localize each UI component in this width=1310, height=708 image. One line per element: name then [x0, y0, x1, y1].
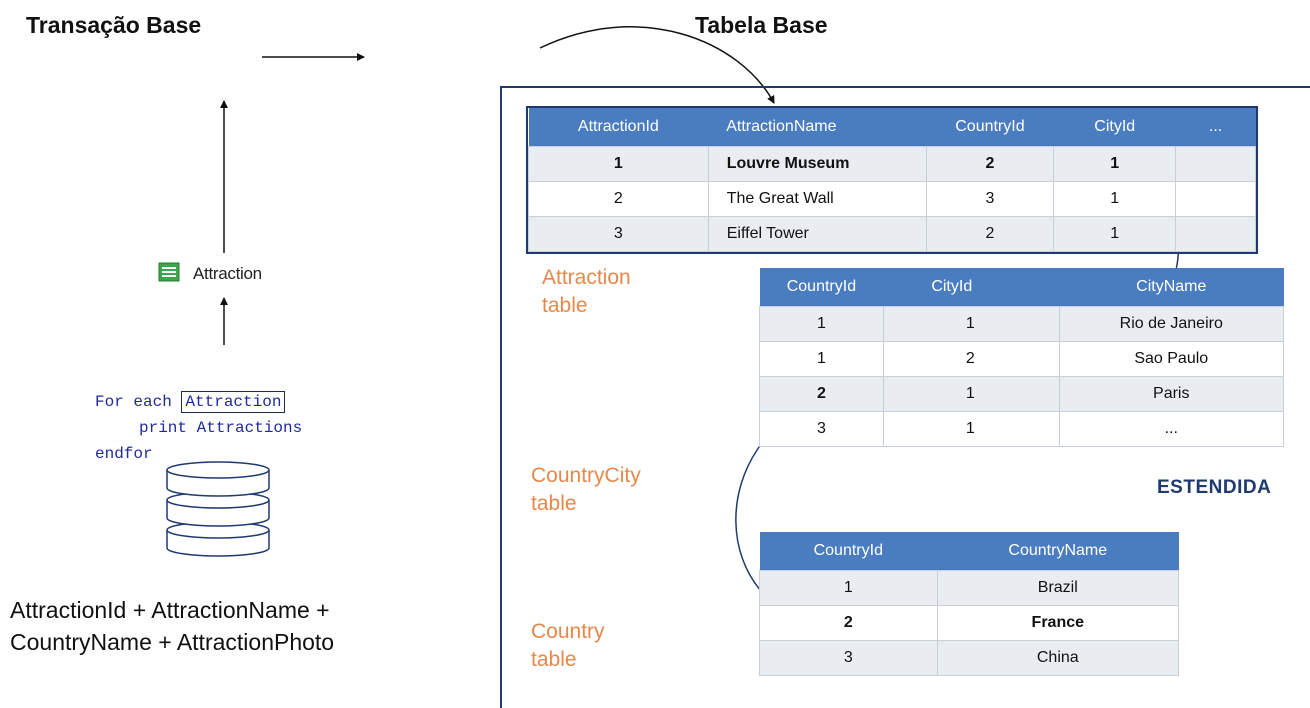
extended-table-frame [500, 86, 1310, 708]
country-table: CountryId CountryName 1 Brazil 2 France … [759, 532, 1180, 676]
column-header: CityName [1059, 268, 1284, 307]
left-heading: Transação Base [26, 12, 202, 38]
table-row: 2 1 Paris [759, 376, 1285, 412]
table-cell: 1 [759, 341, 884, 377]
table-row: 2 France [759, 605, 1180, 641]
table-grid-icon [158, 262, 180, 282]
table-cell: The Great Wall [707, 181, 927, 217]
column-header: AttractionName [708, 108, 926, 147]
table-cell: 2 [925, 216, 1055, 252]
transaction-label: Attraction [193, 264, 262, 283]
countrycity-table: CountryId CityId CityName 1 1 Rio de Jan… [759, 268, 1285, 447]
table-cell: 1 [759, 570, 938, 606]
code-keyword: For each [95, 393, 172, 411]
table-cell [1175, 146, 1256, 182]
code-line-3: endfor [95, 445, 153, 463]
attraction-table-label: Attraction table [542, 264, 631, 320]
table-cell: Sao Paulo [1058, 341, 1285, 377]
table-cell: 2 [925, 146, 1055, 182]
table-row: 1 1 Rio de Janeiro [759, 306, 1285, 342]
code-line-1: For each Attraction [95, 389, 302, 415]
table-label-line: Attraction [542, 266, 631, 289]
table-cell: 2 [882, 341, 1060, 377]
table-cell: Eiffel Tower [707, 216, 927, 252]
code-snippet: For each Attraction print Attractions endf… [95, 363, 302, 493]
table-header-row: CountryId CityId CityName [759, 268, 1284, 307]
column-header: CountryId [759, 268, 884, 307]
table-row: 2 The Great Wall 3 1 [528, 181, 1256, 217]
table-cell: 3 [759, 411, 884, 447]
column-header: CityId [1053, 108, 1176, 147]
table-label-line: table [531, 492, 577, 515]
country-table-label: Country table [531, 618, 605, 674]
table-cell [1175, 216, 1256, 252]
table-cell: 3 [759, 640, 938, 676]
fields-line-2: CountryName + AttractionPhoto [10, 629, 335, 655]
table-cell: 2 [759, 376, 884, 412]
code-target-box: Attraction [181, 391, 286, 413]
extended-label: ESTENDIDA [1157, 477, 1272, 498]
column-header: AttractionId [528, 108, 709, 147]
table-cell: 1 [1053, 216, 1177, 252]
column-header: CountryId [926, 108, 1054, 147]
attraction-table: AttractionId AttractionName CountryId Ci… [528, 108, 1256, 252]
attraction-table-box: AttractionId AttractionName CountryId Ci… [526, 106, 1258, 254]
table-cell: Brazil [936, 570, 1180, 606]
table-row: 3 China [759, 640, 1180, 676]
table-cell: 2 [528, 181, 709, 217]
table-cell: 1 [882, 376, 1060, 412]
table-label-line: CountryCity [531, 464, 641, 487]
right-heading: Tabela Base [695, 12, 828, 38]
table-cell: 3 [528, 216, 709, 252]
table-cell: 1 [528, 146, 709, 182]
column-header: CityId [883, 268, 1060, 307]
table-cell: Louvre Museum [707, 146, 927, 182]
table-label-line: Country [531, 620, 605, 643]
table-cell: Paris [1058, 376, 1285, 412]
code-line-2: print Attractions [139, 419, 303, 437]
countrycity-table-label: CountryCity table [531, 462, 641, 518]
table-header-row: AttractionId AttractionName CountryId Ci… [528, 108, 1256, 147]
table-cell: 1 [759, 306, 884, 342]
table-cell: ... [1058, 411, 1285, 447]
column-header: CountryName [937, 532, 1179, 571]
table-cell: 1 [1053, 146, 1177, 182]
table-cell: 3 [925, 181, 1055, 217]
table-cell: China [936, 640, 1180, 676]
table-cell: 1 [882, 411, 1060, 447]
table-label-line: table [531, 648, 577, 671]
table-row: 1 Louvre Museum 2 1 [528, 146, 1256, 182]
fields-line-1: AttractionId + AttractionName + [10, 597, 330, 623]
table-cell: 1 [1053, 181, 1177, 217]
table-row: 1 2 Sao Paulo [759, 341, 1285, 377]
column-header: ... [1175, 108, 1256, 147]
table-label-line: table [542, 294, 588, 317]
column-header: CountryId [759, 532, 938, 571]
table-row: 3 Eiffel Tower 2 1 [528, 216, 1256, 252]
table-cell [1175, 181, 1256, 217]
table-cell: 2 [759, 605, 938, 641]
table-row: 1 Brazil [759, 570, 1180, 606]
table-cell: Rio de Janeiro [1058, 306, 1285, 342]
table-cell: France [936, 605, 1180, 641]
fields-text: AttractionId + AttractionName + CountryN… [10, 594, 334, 658]
table-header-row: CountryId CountryName [759, 532, 1179, 571]
database-icon [166, 461, 270, 557]
table-row: 3 1 ... [759, 411, 1285, 447]
table-cell: 1 [882, 306, 1060, 342]
